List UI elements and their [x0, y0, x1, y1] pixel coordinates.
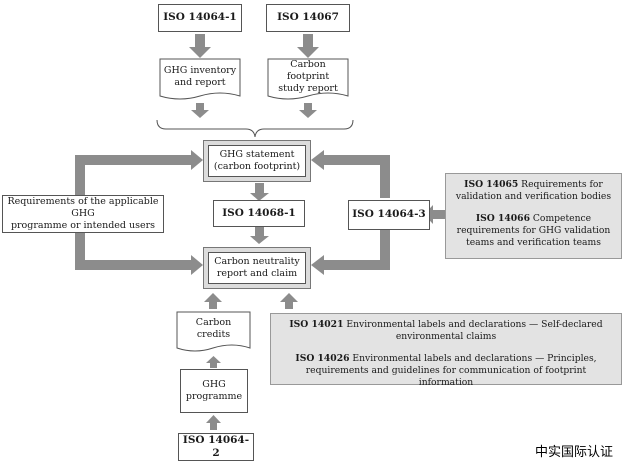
arrow-left-loop — [75, 150, 203, 275]
ghg-inventory-report: GHG inventory and report — [163, 65, 237, 88]
arrow-up — [206, 356, 221, 368]
carbon-neutrality-label: Carbon neutrality report and claim — [208, 252, 306, 284]
labelling-standards-box: ISO 14021 Environmental labels and decla… — [270, 313, 622, 388]
arrow-right-loop — [311, 150, 390, 275]
arrow-down — [299, 103, 317, 118]
carbon-neutrality-box: Carbon neutrality report and claim — [203, 247, 311, 289]
arrow-down — [189, 34, 211, 58]
ghg-statement-label: GHG statement (carbon footprint) — [208, 145, 306, 177]
verification-standards-box: ISO 14065 Requirements for validation an… — [445, 173, 622, 259]
arrow-down — [297, 34, 319, 58]
iso-14067-box: ISO 14067 — [266, 4, 350, 32]
arrow-down — [250, 226, 269, 244]
iso-14026-entry: ISO 14026 Environmental labels and decla… — [295, 352, 597, 388]
arrow-down — [191, 103, 209, 118]
requirements-box: Requirements of the applicable GHG progr… — [2, 195, 164, 233]
iso-14064-3-box: ISO 14064-3 — [348, 200, 430, 230]
carbon-credits-doc: Carbon credits — [195, 317, 232, 340]
arrow-up — [206, 415, 221, 430]
arrow-down — [250, 183, 269, 201]
iso-14065-entry: ISO 14065 Requirements for validation an… — [455, 179, 612, 202]
grouping-brace — [156, 119, 354, 138]
watermark-text: 中实国际认证 — [534, 445, 613, 460]
carbon-footprint-study-report: Carbon footprint study report — [278, 59, 338, 94]
document-shape — [176, 311, 251, 352]
iso-14066-entry: ISO 14066 Competence requirements for GH… — [456, 212, 611, 248]
iso-14064-1-box: ISO 14064-1 — [158, 4, 242, 32]
document-shape — [267, 58, 349, 100]
arrow-up — [204, 293, 222, 309]
iso-14021-entry: ISO 14021 Environmental labels and decla… — [289, 319, 603, 342]
arrow-up — [280, 293, 298, 309]
document-shape — [159, 58, 241, 100]
ghg-programme-box: GHG programme — [180, 369, 248, 413]
ghg-statement-box: GHG statement (carbon footprint) — [203, 140, 311, 182]
iso-14064-2-box: ISO 14064-2 — [178, 433, 254, 461]
iso-14068-1-box: ISO 14068-1 — [213, 200, 305, 227]
